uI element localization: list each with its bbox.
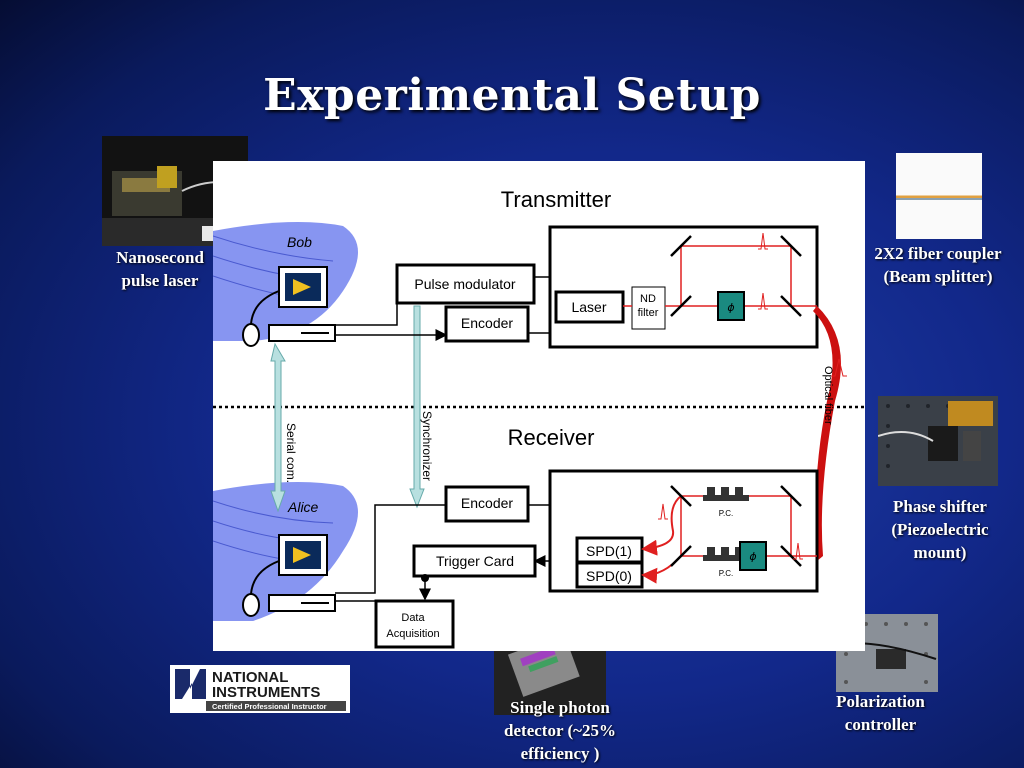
synchronizer-label: Synchronizer <box>420 411 434 481</box>
optical-fiber-label: Optical fiber <box>822 366 834 425</box>
data-acq-line1: Data <box>401 612 425 624</box>
bob-label: Bob <box>287 234 312 250</box>
coupler-caption: 2X2 fiber coupler (Beam splitter) <box>874 244 1002 286</box>
serial-com-link: Serial com. <box>270 342 298 513</box>
phase-shifter-caption: Phase shifter (Piezoelectric mount) <box>891 497 989 562</box>
nd-filter-line1: ND <box>640 293 656 305</box>
receiver-title: Receiver <box>508 425 595 450</box>
pc-bottom-label: P.C. <box>719 569 734 578</box>
spd0-label: SPD(0) <box>586 568 632 584</box>
bob-station: Bob <box>213 222 358 347</box>
setup-diagram: Transmitter Receiver Bob <box>213 161 865 651</box>
phase-modulator-bottom <box>739 541 767 571</box>
svg-text:ϕ: ϕ <box>749 550 756 563</box>
synchronizer-link: Synchronizer <box>409 305 434 509</box>
laser-box <box>554 290 625 324</box>
pulse-modulator-label: Pulse modulator <box>414 276 516 292</box>
logo-line2: INSTRUMENTS <box>212 684 320 701</box>
transmitter-title: Transmitter <box>501 187 611 212</box>
transmitter-interferometer: ϕ <box>623 232 817 321</box>
receiver-box <box>548 469 819 593</box>
data-acquisition-box <box>374 599 455 649</box>
laser-caption: Nanosecond pulse laser <box>116 248 204 290</box>
trigger-card-box <box>412 544 537 578</box>
data-acq-line2: Acquisition <box>386 628 439 640</box>
optical-fiber <box>813 306 841 561</box>
encoder-top-box <box>444 305 530 343</box>
spd-caption: Single photon detector (~25% efficiency … <box>504 698 616 763</box>
pc-top-label: P.C. <box>719 509 734 518</box>
svg-text:ϕ: ϕ <box>727 301 734 314</box>
logo-line1: NATIONAL <box>212 669 288 686</box>
serial-com-label: Serial com. <box>284 423 298 483</box>
trigger-card-label: Trigger Card <box>436 553 514 569</box>
phase-modulator-top <box>717 291 745 321</box>
nd-filter-box <box>631 286 666 330</box>
encoder-top-label: Encoder <box>461 315 513 331</box>
encoder-bottom-box <box>444 485 530 523</box>
receiver-interferometer: P.C. P.C. ϕ <box>641 485 817 584</box>
spd1-label: SPD(1) <box>586 543 632 559</box>
encoder-bottom-label: Encoder <box>461 495 513 511</box>
phase-shifter-photo <box>878 396 998 486</box>
alice-station: Alice <box>213 482 358 621</box>
slide-title: Experimental Setup <box>263 70 761 121</box>
alice-label: Alice <box>287 499 319 515</box>
polarization-caption: Polarization controller <box>836 692 925 734</box>
laser-label: Laser <box>571 299 606 315</box>
national-instruments-logo: NATIONAL INSTRUMENTS Certified Professio… <box>170 665 350 713</box>
transmitter-box <box>548 225 819 349</box>
nd-filter-line2: filter <box>638 307 659 319</box>
coupler-photo <box>896 153 982 239</box>
logo-tagline: Certified Professional Instructor <box>212 702 327 711</box>
pulse-modulator-box <box>395 263 536 305</box>
